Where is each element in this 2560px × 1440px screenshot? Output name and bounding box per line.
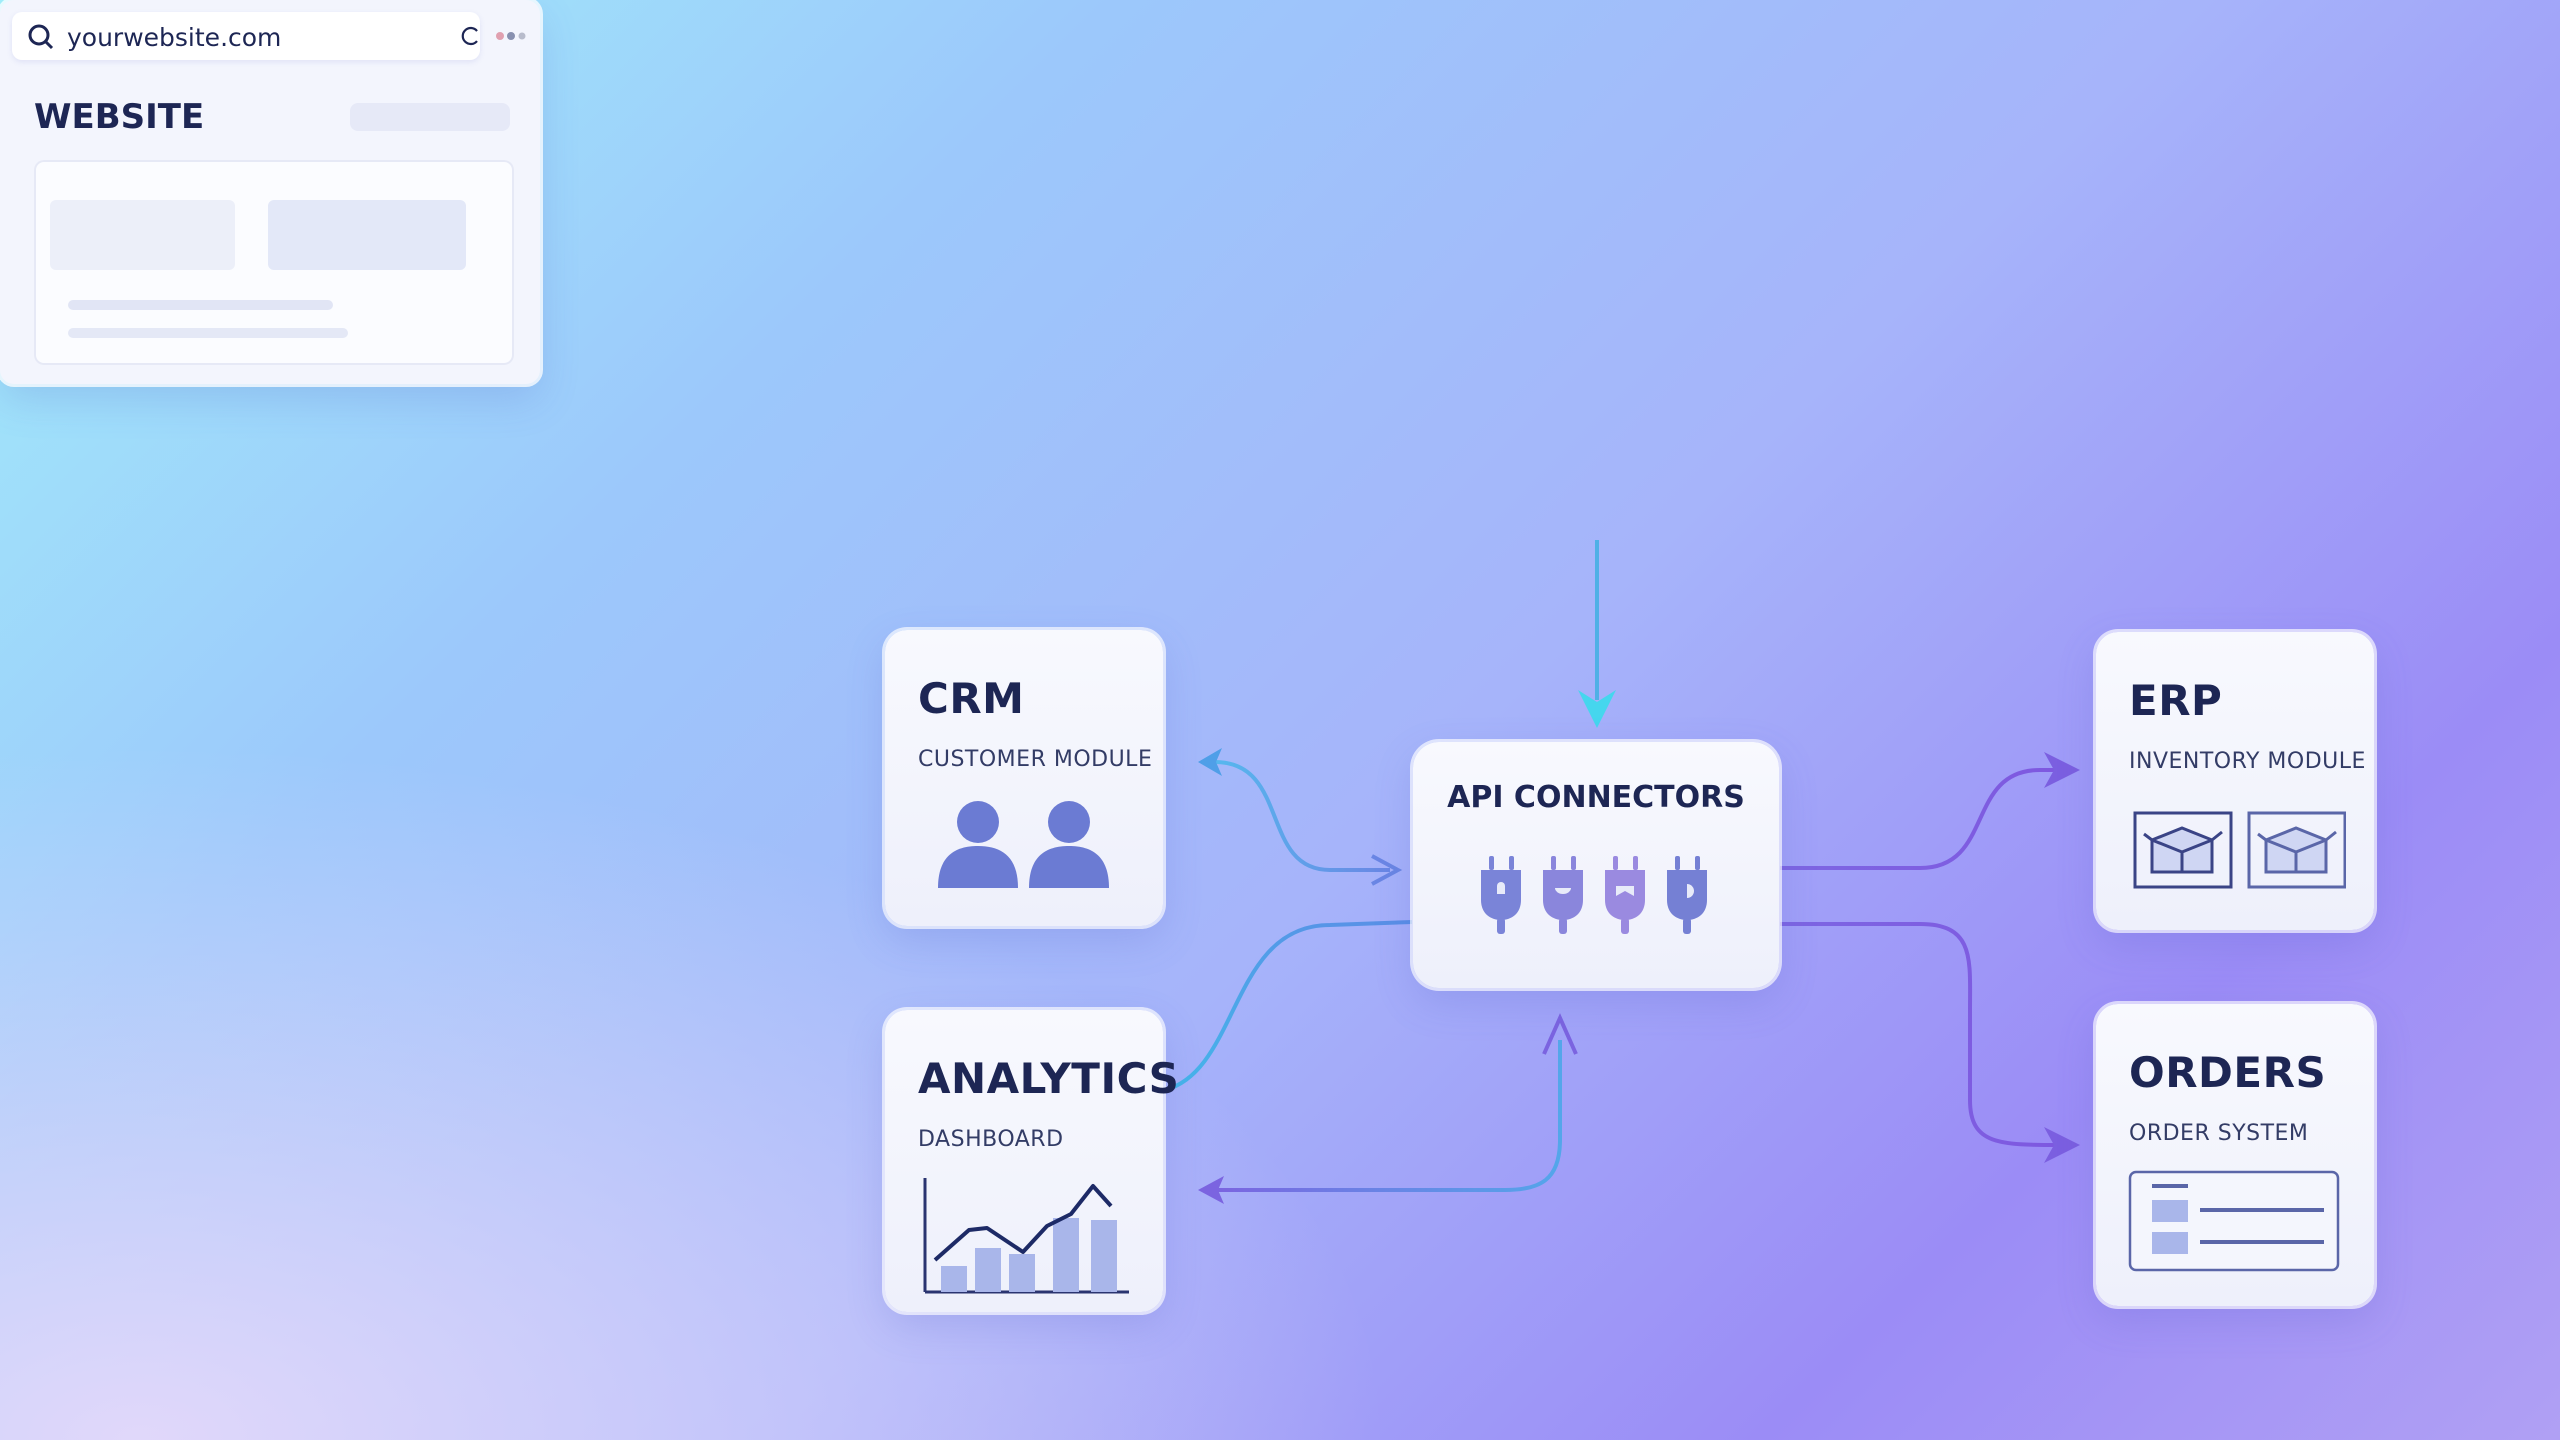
content-line: [68, 328, 348, 338]
plug-icon: [1543, 856, 1583, 934]
arrow-api-bottom: [1542, 1013, 1578, 1055]
content-block: [268, 200, 466, 270]
arrow-analytics: [1198, 1176, 1224, 1204]
arrow-website-api: [1578, 690, 1616, 728]
box-icons: [2133, 811, 2346, 889]
website-title: WEBSITE: [34, 97, 205, 137]
search-icon: [28, 24, 54, 50]
link-api-orders: [1780, 922, 2061, 1147]
link-api-erp: [1780, 768, 2060, 870]
crm-title: CRM: [918, 674, 1025, 723]
more-dots-icon[interactable]: [494, 30, 530, 42]
website-browser-card: yourwebsite.com WEBSITE: [0, 0, 540, 384]
orders-subtitle: ORDER SYSTEM: [2129, 1121, 2309, 1146]
crm-subtitle: CUSTOMER MODULE: [918, 747, 1153, 772]
link-api-analytics: [1215, 1040, 1562, 1192]
content-line: [68, 300, 333, 310]
arrow-orders: [2044, 1127, 2080, 1163]
arrow-crm: [1198, 748, 1222, 776]
analytics-title: ANALYTICS: [918, 1054, 1180, 1103]
list-document-icon: [2128, 1170, 2340, 1272]
erp-card: ERP INVENTORY MODULE: [2096, 632, 2374, 930]
bar-line-chart-icon: [923, 1178, 1129, 1294]
plug-icons: [1481, 856, 1707, 934]
link-crm-api: [1214, 760, 1390, 872]
analytics-subtitle: DASHBOARD: [918, 1127, 1064, 1152]
api-connectors-card: API CONNECTORS: [1413, 742, 1779, 988]
crm-card: CRM CUSTOMER MODULE: [885, 630, 1163, 926]
orders-card: ORDERS ORDER SYSTEM: [2096, 1004, 2374, 1306]
url-bar[interactable]: yourwebsite.com: [12, 12, 480, 60]
box-icon: [2133, 811, 2233, 889]
plug-icon: [1605, 856, 1645, 934]
reload-icon[interactable]: [460, 25, 482, 47]
arrow-crm-api: [1371, 854, 1403, 886]
link-analytics-api: [1164, 920, 1413, 1092]
orders-title: ORDERS: [2129, 1048, 2327, 1097]
arrow-erp: [2044, 752, 2080, 788]
erp-subtitle: INVENTORY MODULE: [2129, 749, 2366, 774]
content-block: [50, 200, 235, 270]
box-icon: [2247, 811, 2346, 889]
analytics-card: ANALYTICS DASHBOARD: [885, 1010, 1179, 1312]
users-icon: [938, 801, 1109, 888]
plug-icon: [1481, 856, 1521, 934]
plug-icon: [1667, 856, 1707, 934]
header-placeholder: [350, 103, 510, 131]
api-title: API CONNECTORS: [1447, 780, 1745, 815]
erp-title: ERP: [2129, 676, 2223, 725]
url-text: yourwebsite.com: [67, 23, 282, 52]
